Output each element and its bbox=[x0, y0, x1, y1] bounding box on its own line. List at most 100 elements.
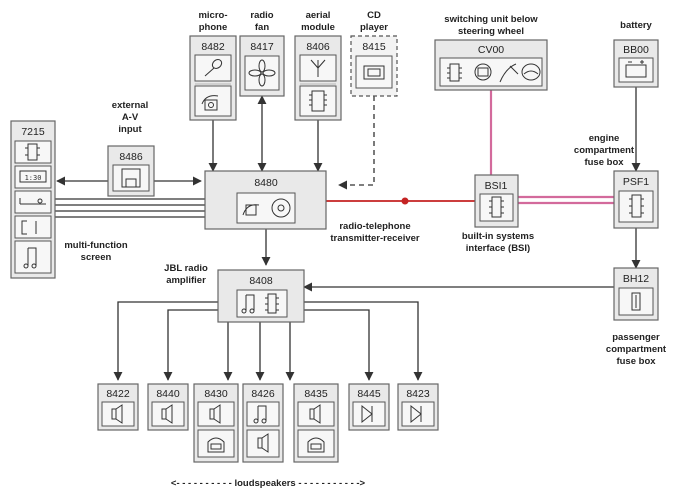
wiring-icon bbox=[19, 198, 46, 205]
connections bbox=[55, 87, 641, 381]
link-8408-8440 bbox=[163, 309, 222, 381]
label-aerial-2: module bbox=[301, 22, 335, 33]
label-radiotel-2: transmitter-receiver bbox=[330, 233, 420, 244]
label-cd-1: CD bbox=[367, 10, 381, 21]
label-passenger-fuse-2: compartment bbox=[606, 344, 667, 355]
speaker-icon bbox=[309, 404, 321, 424]
telephone-icon bbox=[201, 95, 219, 111]
microphone-icon bbox=[204, 59, 223, 77]
battery-icon bbox=[625, 60, 647, 78]
fan-icon bbox=[248, 59, 276, 87]
label-switching-1: switching unit below bbox=[444, 14, 538, 25]
component-8430-loudspeaker[interactable]: 8430 bbox=[193, 383, 239, 463]
component-8445-loudspeaker[interactable]: 8445 bbox=[348, 383, 390, 431]
chip-icon bbox=[489, 196, 504, 218]
component-bb00-battery[interactable]: BB00 bbox=[613, 39, 659, 88]
code-8445: 8445 bbox=[357, 388, 381, 400]
steering-wheel-icon bbox=[521, 63, 541, 81]
component-8482-microphone[interactable]: 8482 bbox=[189, 35, 237, 121]
cd-disc-icon bbox=[271, 198, 291, 218]
code-8480: 8480 bbox=[254, 177, 278, 189]
label-microphone-1: micro- bbox=[198, 10, 227, 21]
code-8408: 8408 bbox=[249, 275, 273, 287]
code-8486: 8486 bbox=[119, 151, 143, 163]
code-8426: 8426 bbox=[251, 388, 275, 400]
antenna-icon bbox=[310, 59, 326, 77]
label-battery: battery bbox=[620, 20, 652, 31]
code-8435: 8435 bbox=[304, 388, 328, 400]
label-switching-2: steering wheel bbox=[458, 26, 524, 37]
display-icon: 1:30 bbox=[19, 170, 47, 183]
telephone-icon bbox=[242, 204, 260, 216]
music-note-icon bbox=[241, 294, 255, 314]
label-external-3: input bbox=[118, 124, 142, 135]
chip-icon bbox=[447, 63, 462, 82]
speaker-icon bbox=[257, 433, 269, 453]
fuse-icon bbox=[631, 292, 641, 311]
label-radio-fan-2: fan bbox=[255, 22, 269, 33]
component-cv00-switching-unit[interactable]: CV00 bbox=[434, 39, 548, 91]
cd-player-icon bbox=[363, 65, 385, 80]
component-8486-external-av-input[interactable]: 8486 bbox=[107, 145, 155, 197]
component-8440-loudspeaker[interactable]: 8440 bbox=[147, 383, 189, 431]
component-8415-cd-player[interactable]: 8415 bbox=[350, 35, 398, 97]
svg-text:1:30: 1:30 bbox=[25, 174, 42, 182]
code-8423: 8423 bbox=[406, 388, 430, 400]
component-7215-multifunction-screen[interactable]: 7215 1:30 bbox=[10, 120, 56, 279]
code-8482: 8482 bbox=[201, 41, 225, 53]
code-8415: 8415 bbox=[362, 41, 386, 53]
component-8435-loudspeaker[interactable]: 8435 bbox=[293, 383, 339, 463]
component-8417-radio-fan[interactable]: 8417 bbox=[239, 35, 285, 97]
component-psf1-engine-fuse-box[interactable]: PSF1 bbox=[613, 170, 659, 229]
label-multifunction-2: screen bbox=[81, 252, 112, 263]
component-8480-radio-telephone[interactable]: 8480 bbox=[204, 170, 327, 230]
chip-icon bbox=[629, 194, 644, 218]
label-engine-fuse-1: engine bbox=[589, 133, 620, 144]
component-bsi1[interactable]: BSI1 bbox=[474, 174, 519, 228]
component-8406-aerial-module[interactable]: 8406 bbox=[294, 35, 342, 121]
chip-icon bbox=[25, 143, 40, 161]
speaker-icon bbox=[161, 404, 173, 424]
link-8408-8422 bbox=[113, 301, 222, 381]
tweeter-icon bbox=[361, 404, 373, 424]
code-psf1: PSF1 bbox=[623, 176, 649, 188]
label-passenger-fuse-1: passenger bbox=[612, 332, 660, 343]
annotation-labels: micro- phone radio fan aerial module CD … bbox=[64, 10, 667, 489]
label-microphone-2: phone bbox=[199, 22, 228, 33]
bracket-icon bbox=[21, 220, 37, 235]
code-bh12: BH12 bbox=[623, 273, 649, 285]
chip-icon bbox=[309, 90, 327, 112]
speaker-icon bbox=[209, 404, 221, 424]
component-8423-loudspeaker[interactable]: 8423 bbox=[397, 383, 439, 431]
music-note-icon bbox=[253, 405, 267, 424]
code-8406: 8406 bbox=[306, 41, 330, 53]
code-bb00: BB00 bbox=[623, 44, 649, 56]
component-8408-jbl-amplifier[interactable]: 8408 bbox=[217, 269, 305, 323]
component-8422-loudspeaker[interactable]: 8422 bbox=[97, 383, 139, 431]
label-cd-2: player bbox=[360, 22, 388, 33]
label-aerial-1: aerial bbox=[306, 10, 331, 21]
label-jbl-1: JBL radio bbox=[164, 263, 208, 274]
link-8408-8423 bbox=[303, 301, 423, 381]
code-cv00: CV00 bbox=[478, 44, 504, 56]
label-bsi-1: built-in systems bbox=[462, 231, 534, 242]
speaker-note-icon bbox=[23, 247, 37, 269]
label-external-1: external bbox=[112, 100, 148, 111]
tweeter-icon bbox=[410, 404, 422, 424]
label-external-2: A-V bbox=[122, 112, 139, 123]
label-jbl-2: amplifier bbox=[166, 275, 206, 286]
label-engine-fuse-2: compartment bbox=[574, 145, 635, 156]
label-radiotel-1: radio-telephone bbox=[339, 221, 410, 232]
car-icon bbox=[207, 437, 225, 453]
junction-dot bbox=[401, 197, 409, 205]
label-loudspeakers: <- - - - - - - - - - loudspeakers - - - … bbox=[171, 478, 366, 489]
label-passenger-fuse-3: fuse box bbox=[616, 356, 656, 367]
code-bsi1: BSI1 bbox=[485, 180, 508, 192]
code-8422: 8422 bbox=[106, 388, 130, 400]
speaker-icon bbox=[111, 404, 123, 424]
label-engine-fuse-3: fuse box bbox=[584, 157, 624, 168]
link-cdplayer-8480 bbox=[338, 96, 375, 190]
component-8426-loudspeaker[interactable]: 8426 bbox=[242, 383, 284, 463]
component-bh12-passenger-fuse-box[interactable]: BH12 bbox=[613, 267, 659, 321]
rotary-switch-icon bbox=[474, 63, 492, 81]
